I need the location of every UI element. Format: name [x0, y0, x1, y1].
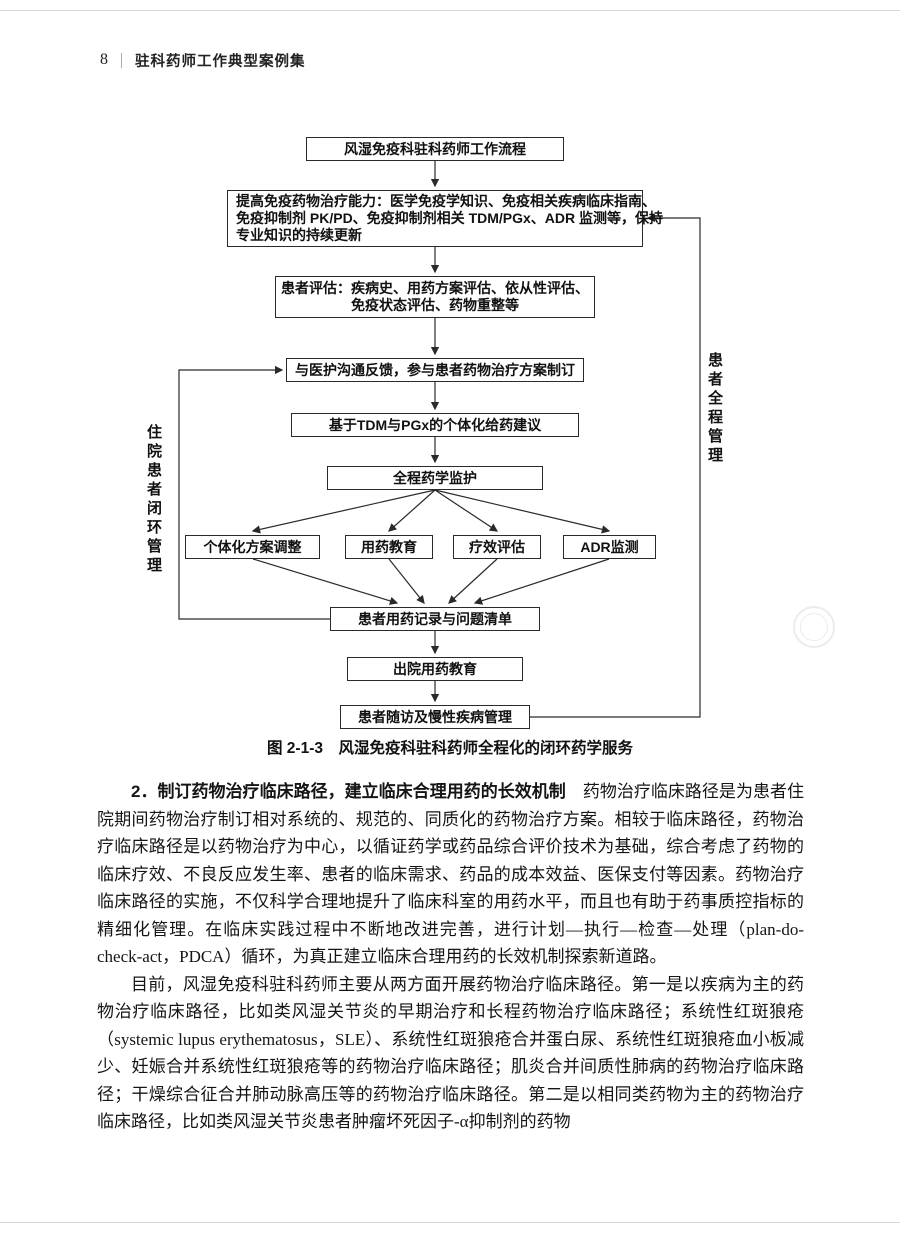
- flowchart: 风湿免疫科驻科药师工作流程 提高免疫药物治疗能力：医学免疫学知识、免疫相关疾病临…: [145, 137, 723, 729]
- flow-box-ability: 提高免疫药物治疗能力：医学免疫学知识、免疫相关疾病临床指南、 免疫抑制剂 PK/…: [227, 190, 664, 247]
- figure-caption: 图 2-1-3 风湿免疫科驻科药师全程化的闭环药学服务: [267, 740, 633, 757]
- flow-box-tdm: 基于TDM与PGx的个体化给药建议: [291, 413, 579, 437]
- flow-box-ability-line1: 提高免疫药物治疗能力：医学免疫学知识、免疫相关疾病临床指南、: [236, 193, 656, 209]
- flow-box-discharge: 出院用药教育: [347, 657, 523, 681]
- flow-box-followup: 患者随访及慢性疾病管理: [340, 705, 530, 729]
- left-loop-label: 住院患者闭环管理: [145, 424, 162, 576]
- flow-box-adr: ADR监测: [563, 535, 656, 559]
- body-text: 2．制订药物治疗临床路径，建立临床合理用药的长效机制 药物治疗临床路径是为患者住…: [97, 778, 804, 1136]
- book-title: 驻科药师工作典型案例集: [135, 53, 306, 70]
- flow-box-assess-line2: 免疫状态评估、药物重整等: [351, 297, 519, 313]
- flow-box-followup-label: 患者随访及慢性疾病管理: [358, 708, 512, 725]
- paragraph-1-text: 药物治疗临床路径是为患者住院期间药物治疗制订相对系统的、规范的、同质化的药物治疗…: [97, 782, 804, 966]
- flow-box-education-label: 用药教育: [361, 538, 417, 555]
- flow-box-title-label: 风湿免疫科驻科药师工作流程: [344, 140, 526, 157]
- flow-box-record: 患者用药记录与问题清单: [330, 607, 540, 631]
- flow-box-discharge-label: 出院用药教育: [393, 660, 477, 677]
- right-loop-label: 患者全程管理: [706, 352, 723, 466]
- flow-box-education: 用药教育: [345, 535, 433, 559]
- page-header: 8 驻科药师工作典型案例集: [100, 50, 306, 70]
- flow-box-efficacy-label: 疗效评估: [469, 538, 525, 555]
- flow-box-adr-label: ADR监测: [580, 538, 639, 555]
- flow-box-record-label: 患者用药记录与问题清单: [358, 610, 512, 627]
- flow-box-efficacy: 疗效评估: [453, 535, 541, 559]
- page-number: 8: [100, 51, 108, 68]
- flow-arrows: [178, 161, 701, 718]
- page-top-rule: [0, 10, 900, 11]
- page-bottom-rule: [0, 1222, 900, 1223]
- flow-box-communicate: 与医护沟通反馈，参与患者药物治疗方案制订: [286, 358, 584, 382]
- header-divider: [121, 52, 122, 68]
- paragraph-1: 2．制订药物治疗临床路径，建立临床合理用药的长效机制 药物治疗临床路径是为患者住…: [97, 778, 804, 971]
- watermark-stamp: [793, 606, 835, 648]
- flow-box-ability-line2: 免疫抑制剂 PK/PD、免疫抑制剂相关 TDM/PGx、ADR 监测等，保持: [236, 210, 664, 226]
- flow-box-assess: 患者评估：疾病史、用药方案评估、依从性评估、 免疫状态评估、药物重整等: [275, 276, 595, 318]
- flow-box-tdm-label: 基于TDM与PGx的个体化给药建议: [328, 416, 542, 433]
- flow-box-title: 风湿免疫科驻科药师工作流程: [306, 137, 564, 161]
- flow-box-ability-line3: 专业知识的持续更新: [236, 227, 362, 243]
- flow-box-plan-adjust-label: 个体化方案调整: [203, 538, 302, 555]
- flow-box-communicate-label: 与医护沟通反馈，参与患者药物治疗方案制订: [295, 361, 575, 378]
- flow-box-monitor: 全程药学监护: [327, 466, 543, 490]
- flow-box-assess-line1: 患者评估：疾病史、用药方案评估、依从性评估、: [281, 280, 589, 296]
- flow-box-monitor-label: 全程药学监护: [393, 469, 477, 486]
- flow-box-plan-adjust: 个体化方案调整: [185, 535, 320, 559]
- paragraph-1-heading: 2．制订药物治疗临床路径，建立临床合理用药的长效机制: [131, 782, 566, 801]
- paragraph-2: 目前，风湿免疫科驻科药师主要从两方面开展药物治疗临床路径。第一是以疾病为主的药物…: [97, 974, 804, 1132]
